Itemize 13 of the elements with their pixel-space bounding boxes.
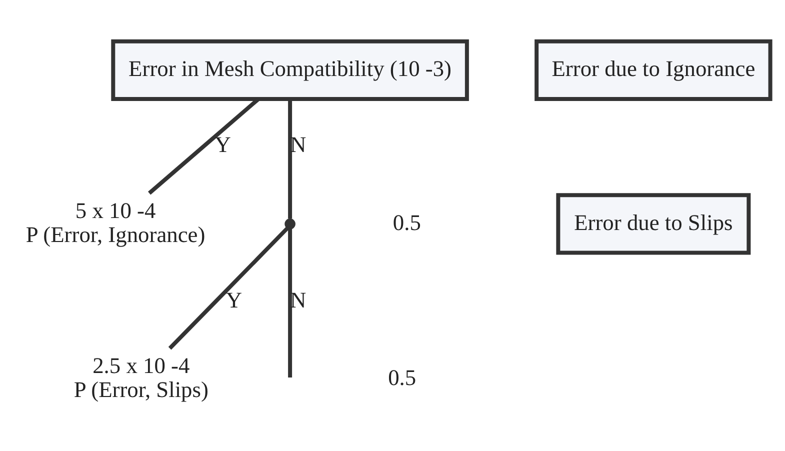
connector: [288, 99, 292, 219]
node-box: Error due to Slips: [556, 193, 751, 255]
node-point: [284, 218, 296, 230]
edge-label: Y: [226, 287, 242, 312]
node-box: Error due to Ignorance: [534, 39, 772, 102]
node-box: Error in Mesh Compatibility (10 -3): [111, 39, 469, 102]
connector: [168, 226, 289, 350]
node-text: 2.5 x 10 -4 P (Error, Slips): [74, 353, 208, 402]
label: 0.5: [392, 210, 421, 235]
edge-label: Y: [214, 132, 231, 158]
label: 0.5: [388, 365, 416, 390]
node-text: 5 x 10 -4 P (Error, Ignorance): [26, 198, 206, 247]
connector: [288, 228, 292, 378]
